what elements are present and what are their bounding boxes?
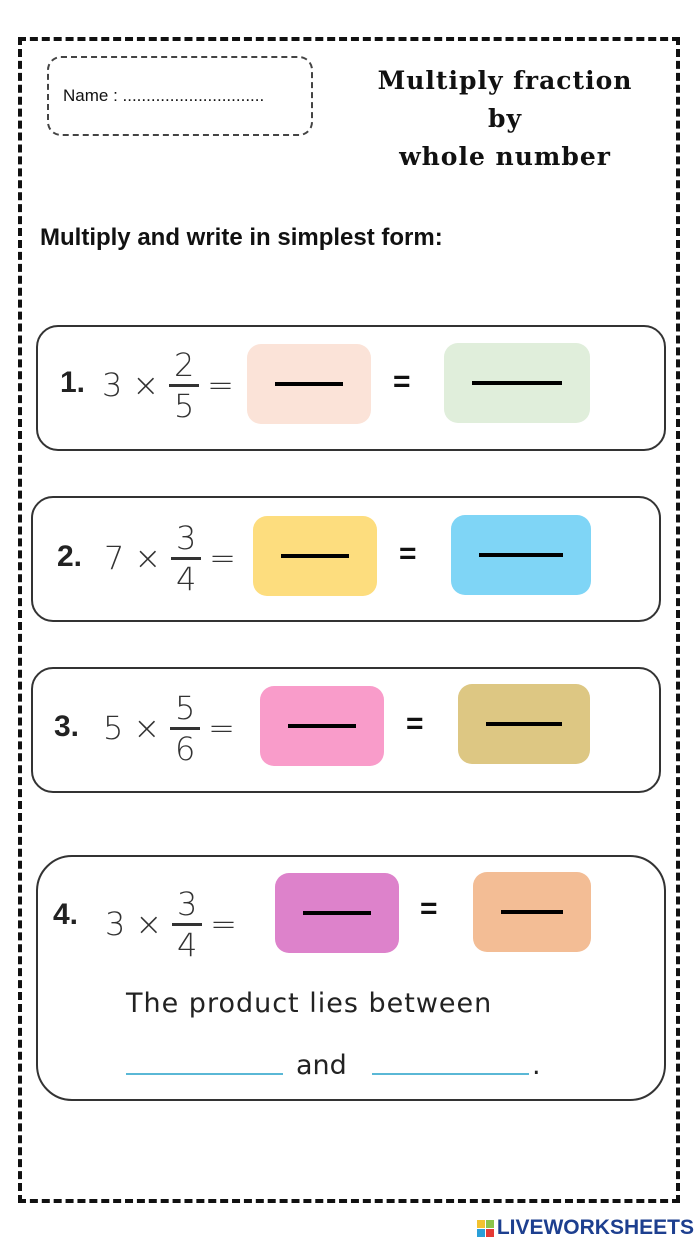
fraction-bar [171,556,202,560]
denominator: 4 [176,925,198,964]
answer-line [288,724,356,728]
brand-name: LIVEWORKSHEETS [496,1216,694,1239]
problem-expression: 3 × 3 4 = [105,884,237,964]
title-line-1: Multiply fraction [377,66,633,95]
times-sign: × [132,366,160,404]
problem-number: 4. [53,898,79,931]
problem-number: 1. [60,366,86,399]
denominator: 5 [173,386,195,425]
liveworksheets-logo-icon [476,1219,494,1237]
problem-expression: 7 × 3 4 = [104,518,236,598]
whole-number: 5 [103,709,124,747]
whole-number: 3 [105,905,126,943]
numerator: 3 [176,884,198,923]
answer-box-unsimplified[interactable] [247,344,371,424]
and-connector: and [296,1050,347,1081]
answer-line [486,722,562,726]
title-line-2: by [487,104,522,133]
answer-box-simplified[interactable] [444,343,590,423]
answer-line [501,910,563,914]
answer-line [479,553,563,557]
title-line-3: whole number [399,142,611,171]
fraction-bar [169,383,200,387]
answer-box-simplified[interactable] [473,872,591,952]
problem-number: 3. [54,710,80,743]
name-label: Name : .............................. [63,86,265,105]
liveworksheets-brand[interactable]: LIVEWORKSHEETS [476,1216,694,1240]
lower-bound-blank[interactable] [126,1073,283,1075]
problem-expression: 3 × 2 5 = [102,345,234,425]
denominator: 4 [175,559,197,598]
middle-equals: = [420,892,438,925]
fraction: 5 6 [170,688,201,768]
numerator: 2 [173,345,195,384]
worksheet-title: Multiply fraction by whole number [360,62,650,176]
name-field[interactable]: Name : .............................. [47,56,313,136]
equals-sign: = [210,905,237,943]
whole-number: 7 [104,539,125,577]
answer-line [275,382,343,386]
problem-number: 2. [57,540,83,573]
product-between-sentence: The product lies between [126,988,493,1019]
answer-line [303,911,371,915]
whole-number: 3 [102,366,123,404]
answer-line [281,554,349,558]
denominator: 6 [174,729,196,768]
middle-equals: = [406,707,424,740]
fraction: 2 5 [169,345,200,425]
instruction-heading: Multiply and write in simplest form: [40,224,443,251]
answer-box-simplified[interactable] [451,515,591,595]
equals-sign: = [207,366,234,404]
problem-expression: 5 × 5 6 = [103,688,235,768]
answer-line [472,381,562,385]
equals-sign: = [209,539,236,577]
numerator: 3 [175,518,197,557]
worksheet-border [18,37,680,1203]
answer-box-simplified[interactable] [458,684,590,764]
times-sign: × [133,709,161,747]
answer-box-unsimplified[interactable] [253,516,377,596]
answer-box-unsimplified[interactable] [275,873,399,953]
times-sign: × [134,539,162,577]
fraction: 3 4 [171,518,202,598]
middle-equals: = [399,537,417,570]
times-sign: × [135,905,163,943]
middle-equals: = [393,365,411,398]
answer-box-unsimplified[interactable] [260,686,384,766]
upper-bound-blank[interactable] [372,1073,529,1075]
fraction: 3 4 [172,884,203,964]
equals-sign: = [208,709,235,747]
fraction-bar [172,922,203,926]
end-period: . [532,1050,541,1081]
numerator: 5 [174,688,196,727]
fraction-bar [170,726,201,730]
